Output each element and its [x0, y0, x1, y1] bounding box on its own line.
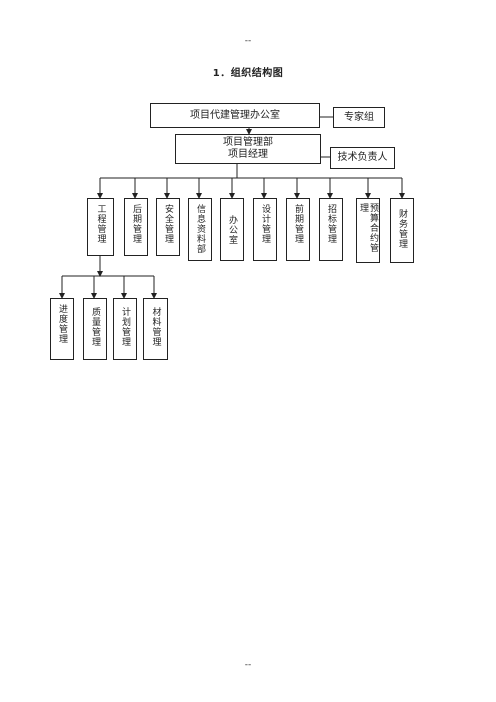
department-box: 设计管理 [253, 198, 277, 261]
department-label: 设计管理 [260, 204, 270, 244]
department-label: 安全管理 [163, 204, 173, 244]
department-box: 安全管理 [156, 198, 180, 256]
header-marker: -- [244, 36, 252, 46]
department-box: 财务管理 [390, 198, 414, 263]
department-box: 工程管理 [87, 198, 114, 256]
tech-lead-box: 技术负责人 [330, 147, 395, 169]
sub-department-box: 材料管理 [143, 298, 168, 360]
office-box: 项目代建管理办公室 [150, 103, 320, 128]
sub-department-box: 进度管理 [50, 298, 74, 360]
project-dept-label: 项目管理部 [223, 137, 273, 148]
sub-department-label: 材料管理 [150, 307, 161, 347]
department-box: 预算合约管理 [356, 198, 380, 263]
department-label: 招标管理 [326, 204, 336, 244]
sub-department-label: 计划管理 [120, 307, 130, 347]
department-box: 后期管理 [124, 198, 148, 256]
department-label: 预算合约管理 [358, 203, 378, 253]
office-label: 项目代建管理办公室 [190, 109, 280, 121]
department-box: 招标管理 [319, 198, 343, 261]
department-box: 前期管理 [286, 198, 310, 261]
project-manager-label: 项目经理 [228, 149, 268, 160]
page-title: 1．组织结构图 [212, 68, 284, 79]
department-label: 信息资料部 [195, 204, 205, 254]
expert-group-label: 专家组 [344, 111, 374, 123]
footer-marker: -- [244, 660, 252, 670]
department-label: 办公室 [227, 215, 237, 245]
department-label: 财务管理 [397, 209, 407, 249]
department-label: 后期管理 [131, 204, 141, 244]
department-box: 办公室 [220, 198, 244, 261]
department-box: 信息资料部 [188, 198, 212, 261]
project-dept-box: 项目管理部 项目经理 [175, 134, 321, 164]
department-label: 工程管理 [95, 204, 106, 244]
tech-lead-label: 技术负责人 [337, 152, 388, 163]
department-label: 前期管理 [293, 204, 303, 244]
sub-department-label: 质量管理 [90, 307, 100, 347]
sub-department-label: 进度管理 [57, 304, 67, 344]
sub-department-box: 质量管理 [83, 298, 107, 360]
sub-department-box: 计划管理 [113, 298, 137, 360]
expert-group-box: 专家组 [333, 107, 385, 128]
